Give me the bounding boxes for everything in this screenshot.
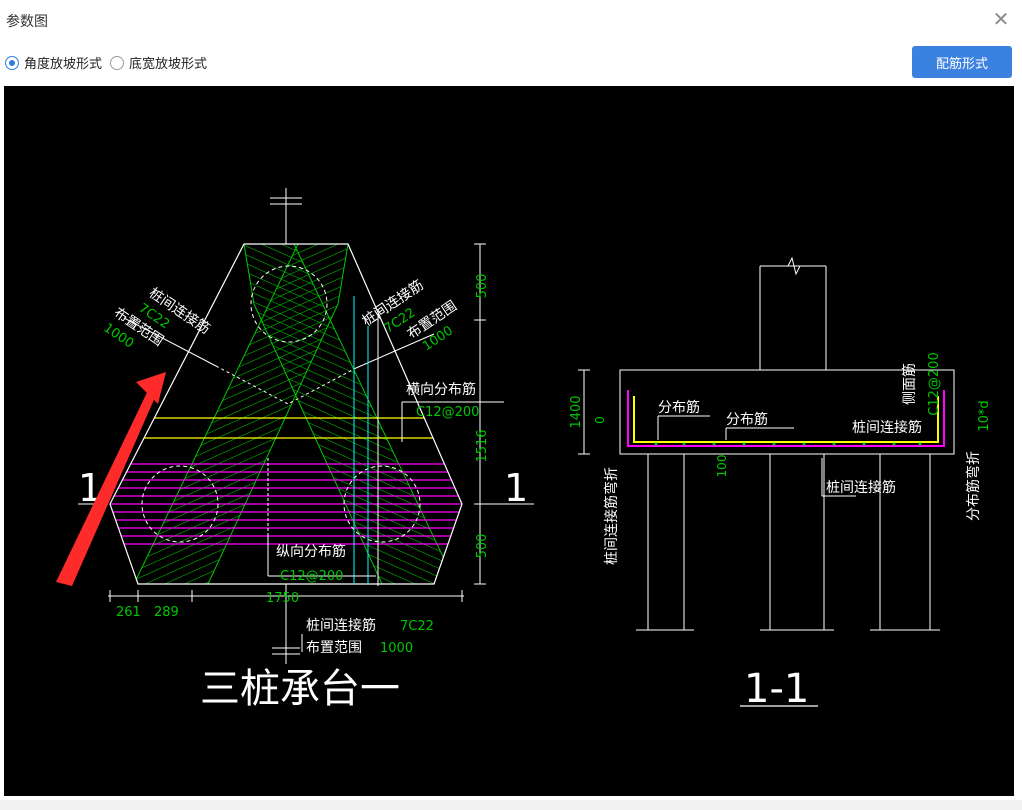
section-view: 1400 0 100 10*d 分布筋 分布筋 桩间连接筋 桩间连接筋 侧面筋 … [569,256,992,712]
radio-checked-icon [5,55,19,70]
slope-mode-radio-group: 角度放坡形式 底宽放坡形式 [5,53,215,72]
cad-drawing: 500 1516 500 261 289 1750 1 1 桩间连接筋 7C22… [56,188,992,712]
red-arrow-annotation [56,382,160,586]
conn-label: 桩间连接筋 [852,419,922,436]
plan-title: 三桩承台一 [200,666,400,712]
longitudinal-spec: C12@200 [280,569,343,584]
section-dim-zero: 0 [593,416,607,424]
section-dim-100: 100 [715,455,729,478]
dim-width: 1750 [266,591,299,606]
conn-label-bottom: 桩间连接筋 [826,479,896,496]
bottom-conn-name: 桩间连接筋 [306,617,376,634]
radio-bottom-width-slope[interactable]: 底宽放坡形式 [110,53,207,72]
plan-view: 500 1516 500 261 289 1750 1 1 桩间连接筋 7C22… [56,188,534,712]
section-dim-10d: 10*d [977,400,992,431]
radio-label: 底宽放坡形式 [129,57,208,72]
dialog-titlebar: 参数图 ✕ [0,0,1022,42]
left-vertical-label: 桩间连接筋弯折 [603,467,620,565]
bottom-range-label: 布置范围 [306,639,362,656]
rebar-form-button[interactable]: 配筋形式 [912,46,1012,78]
parameter-drawing-canvas: 500 1516 500 261 289 1750 1 1 桩间连接筋 7C22… [4,86,1014,796]
dialog-bottom-edge [0,800,1022,810]
radio-label: 角度放坡形式 [24,57,103,72]
section-dim-height: 1400 [569,395,584,428]
side-label: 侧面筋 [901,363,918,405]
right-vertical-label: 分布筋弯折 [965,451,982,521]
close-icon[interactable]: ✕ [992,7,1010,31]
section-title: 1-1 [744,666,809,712]
dist-label-1: 分布筋 [658,399,700,416]
dim-b: 289 [154,605,179,620]
radio-angle-slope[interactable]: 角度放坡形式 [5,53,102,72]
transverse-name: 横向分布筋 [406,381,476,398]
radio-unchecked-icon [110,55,125,70]
dim-middle: 1516 [475,429,490,462]
section-mark-right: 1 [504,466,528,510]
bottom-conn-spec: 7C22 [400,619,434,634]
dist-label-2: 分布筋 [726,411,768,428]
dim-a: 261 [116,605,141,620]
transverse-spec: C12@200 [416,405,479,420]
dim-top: 500 [475,274,490,299]
side-spec: C12@200 [927,352,942,415]
dim-bottom: 500 [475,534,490,559]
longitudinal-name: 纵向分布筋 [276,543,346,560]
dialog-title: 参数图 [6,14,48,30]
toolbar: 角度放坡形式 底宽放坡形式 配筋形式 [0,46,1022,82]
bottom-range: 1000 [380,641,413,656]
